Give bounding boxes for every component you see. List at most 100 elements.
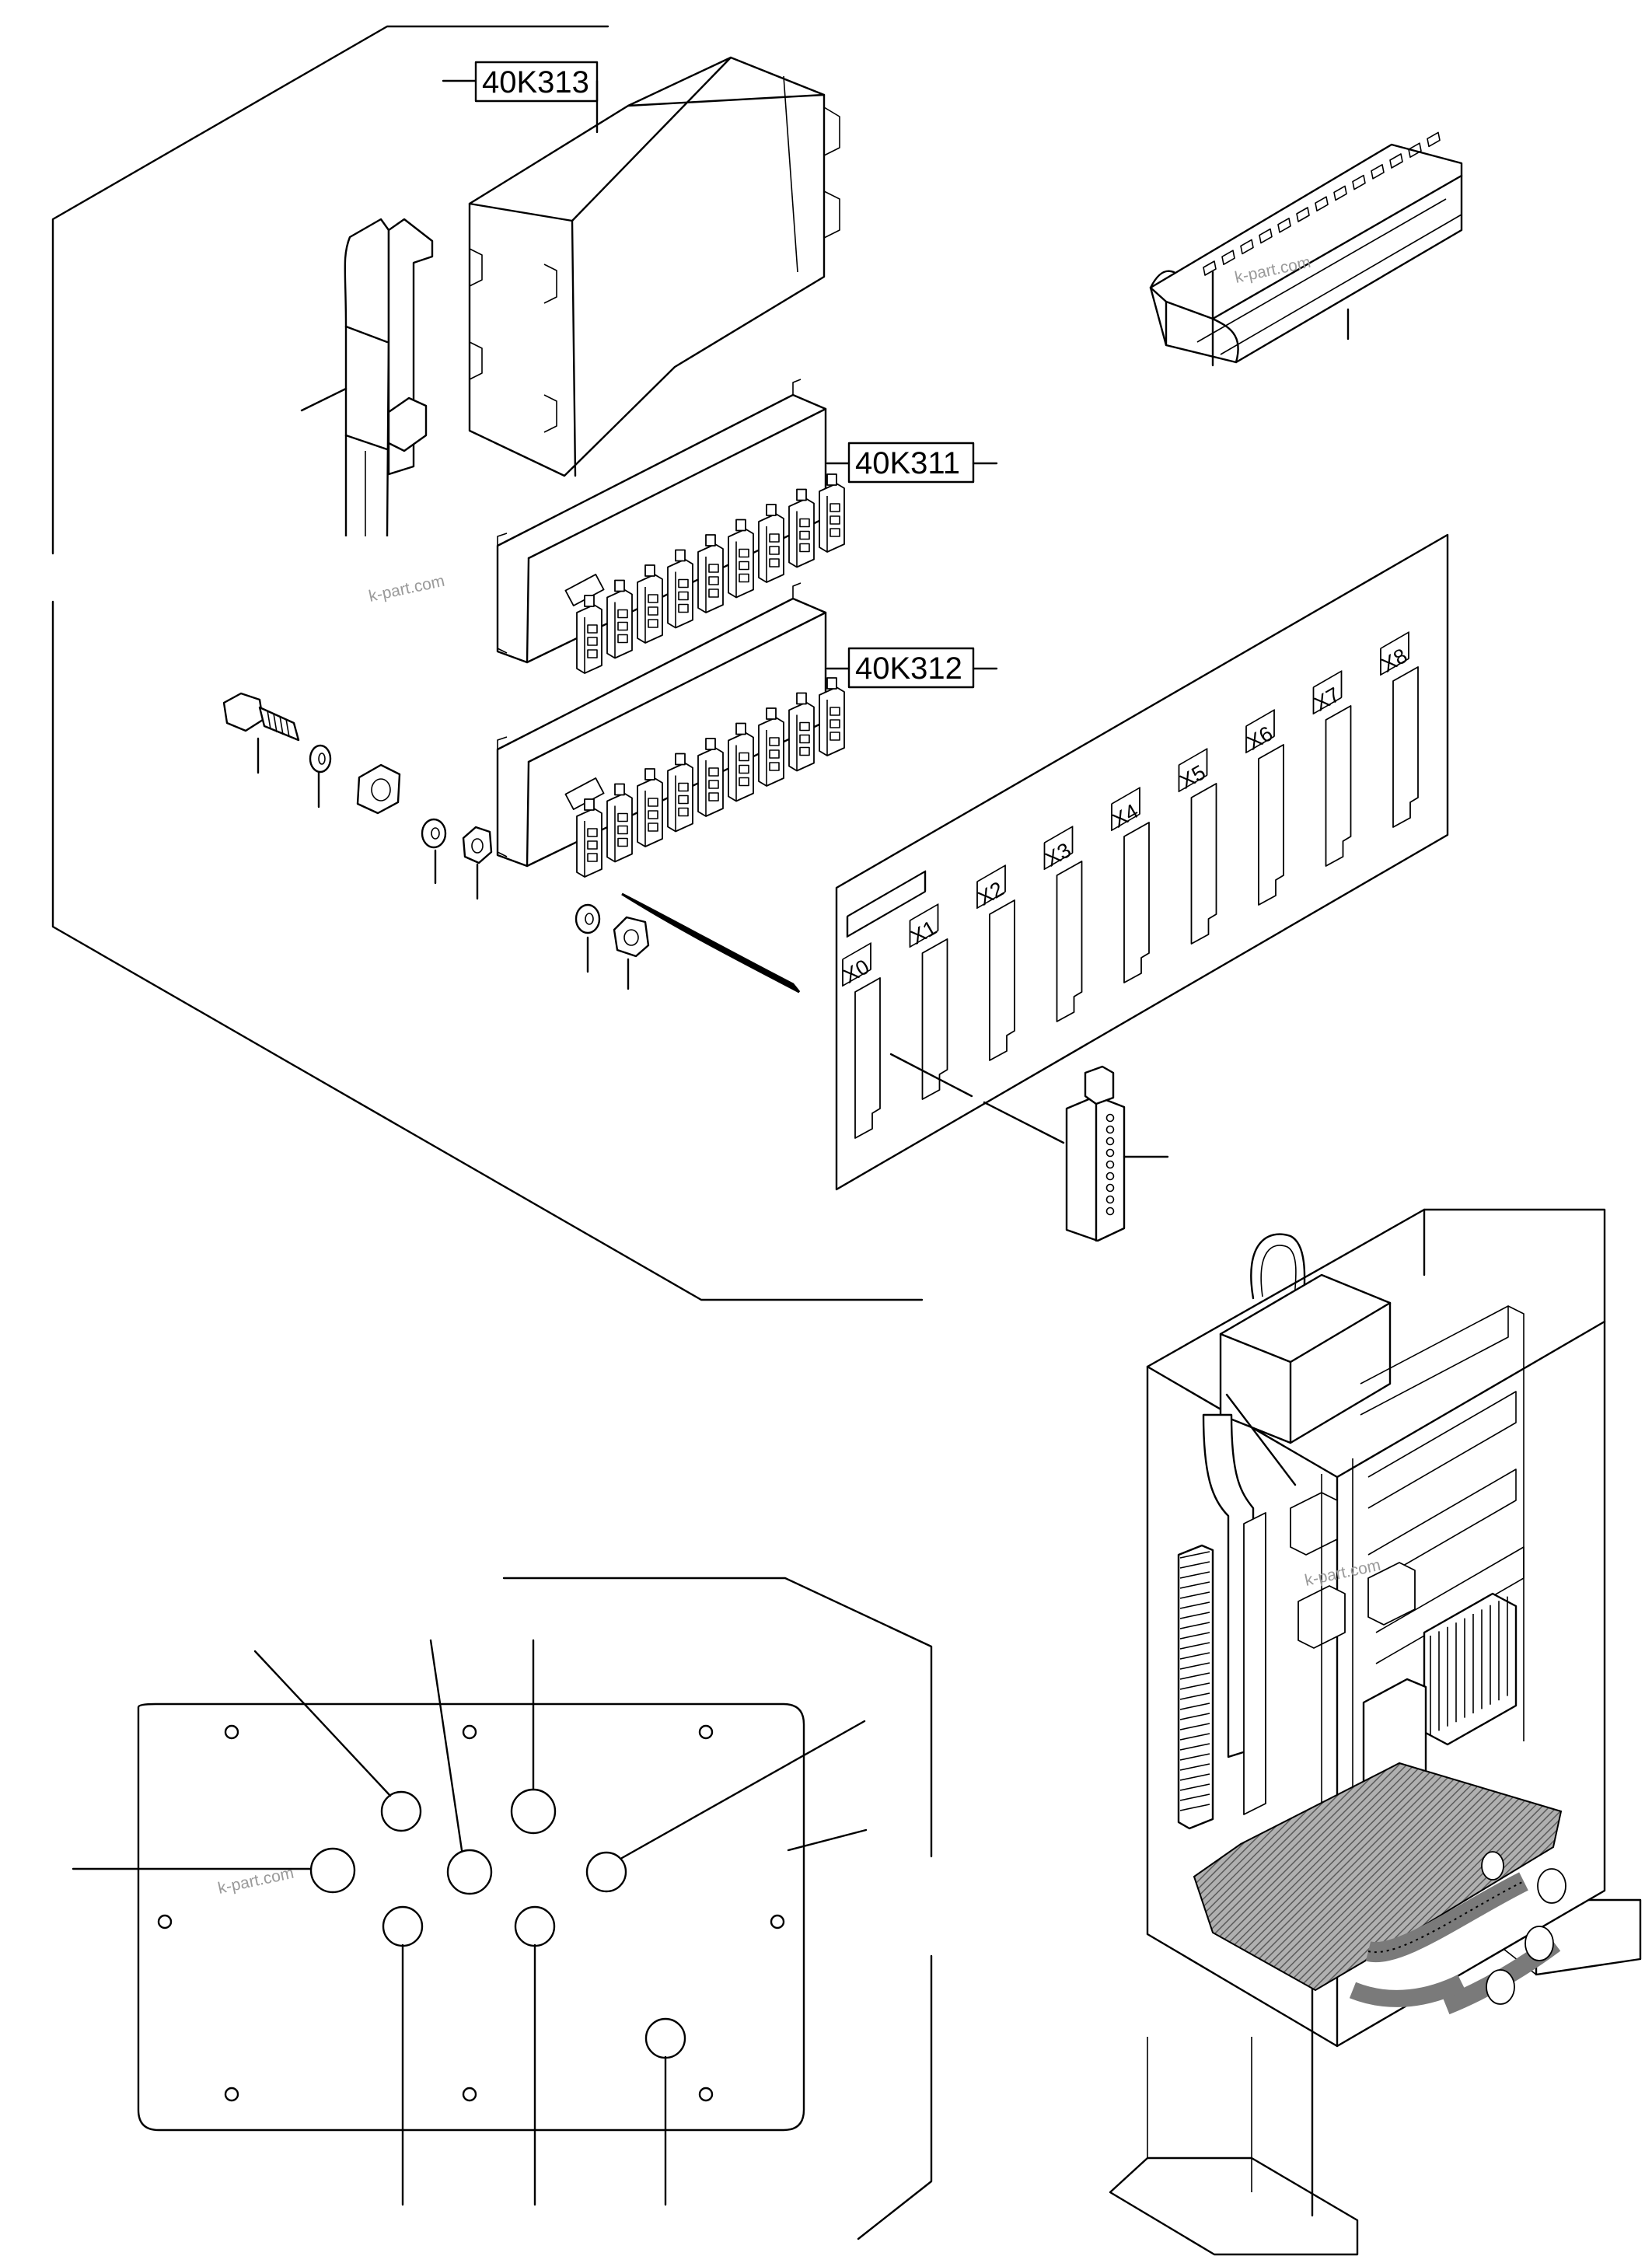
- module-40k311-relay: [728, 519, 754, 599]
- washer-2: [421, 818, 447, 885]
- module-40k311-relay: [637, 564, 663, 644]
- gland-holes: [309, 1788, 686, 2059]
- duct-slot: [1408, 142, 1422, 158]
- module-40k312-relay: [667, 753, 693, 833]
- cabinet-assembly: [1109, 1208, 1642, 2256]
- cable-plug: [300, 218, 434, 537]
- duct-slot: [1221, 250, 1235, 265]
- module-40k312-relay: [728, 722, 754, 802]
- hex-nut-large: [356, 763, 401, 815]
- duct-slot: [1240, 239, 1254, 255]
- terminal-tick: [1179, 1682, 1210, 1690]
- cable-duct: [1149, 131, 1463, 367]
- terminal-tick: [1179, 1601, 1210, 1609]
- nut-2: [613, 916, 650, 990]
- label-40k313: 40K313: [442, 61, 599, 134]
- terminal-tick: [1179, 1702, 1210, 1710]
- gland-plate: [72, 1577, 933, 2240]
- terminal-tick: [1179, 1692, 1210, 1700]
- terminal-tick: [1179, 1743, 1210, 1751]
- duct-slot: [1352, 174, 1366, 190]
- terminal-tick: [1179, 1622, 1210, 1629]
- duct-slot: [1333, 185, 1347, 201]
- module-40k311-relay: [788, 488, 815, 568]
- terminal-tick: [1179, 1591, 1210, 1599]
- connector-slot: X3: [1041, 826, 1083, 1022]
- terminal-tick: [1179, 1804, 1210, 1811]
- terminal-tick: [1179, 1672, 1210, 1680]
- terminal-tick: [1179, 1561, 1210, 1569]
- panel-pointer-arrow: [621, 892, 801, 994]
- module-40k311-relay: [697, 534, 724, 613]
- bolt-hardware: [222, 692, 650, 990]
- module-40k311-relay: [819, 473, 845, 553]
- upper-detail-frame: [51, 25, 924, 1301]
- module-40k312-relay: [819, 677, 845, 756]
- terminal-tick: [1179, 1612, 1210, 1619]
- module-cover-40k313: [468, 56, 840, 477]
- duct-slot: [1277, 218, 1291, 233]
- terminal-tick: [1179, 1571, 1210, 1579]
- connector-slot: X7: [1310, 670, 1352, 867]
- terminal-tick: [1179, 1783, 1210, 1791]
- plug-pin: [1105, 1125, 1115, 1134]
- duct-slot: [1203, 260, 1217, 276]
- mounting-hole: [157, 1914, 173, 1929]
- plug-pin: [1105, 1183, 1115, 1193]
- duct-slot: [1427, 131, 1441, 148]
- module-40k311-relay: [667, 549, 693, 629]
- terminal-connector-plug: [1065, 1065, 1169, 1242]
- mounting-hole: [698, 1724, 714, 1740]
- duct-slot: [1259, 228, 1273, 244]
- terminal-tick: [1179, 1763, 1210, 1771]
- connector-slot: X0: [840, 942, 881, 1139]
- leader-x0-to-plug: [889, 1053, 973, 1098]
- relay-module-40k312: [496, 582, 845, 878]
- cabinet-floor-plate: [1193, 1762, 1563, 1992]
- module-40k312-relay: [758, 707, 784, 787]
- terminal-tick: [1179, 1662, 1210, 1670]
- label-40k313-text: 40K313: [482, 65, 589, 100]
- plug-pin: [1105, 1172, 1115, 1181]
- label-40k312-text: 40K312: [855, 651, 962, 686]
- module-40k312-relay: [637, 768, 663, 847]
- module-40k311-relay: [606, 579, 633, 659]
- module-40k312-relay: [788, 692, 815, 772]
- mounting-hole: [462, 1724, 477, 1740]
- terminal-tick: [1179, 1551, 1210, 1559]
- gland-leaders: [72, 1639, 868, 2206]
- terminal-tick: [1179, 1581, 1210, 1589]
- label-40k312: 40K312: [826, 647, 998, 689]
- duct-slot: [1371, 164, 1385, 180]
- terminal-tick: [1179, 1652, 1210, 1660]
- plug-pin: [1105, 1207, 1115, 1216]
- terminal-tick: [1179, 1733, 1210, 1741]
- module-40k312-relay: [697, 738, 724, 817]
- mounting-hole: [770, 1914, 785, 1929]
- module-40k311-relay: [758, 504, 784, 583]
- washer-3: [575, 903, 601, 973]
- relay-module-40k311: [496, 379, 845, 674]
- connector-slot: X8: [1378, 631, 1419, 828]
- plug-pin: [1105, 1148, 1115, 1158]
- washer-1: [309, 744, 332, 808]
- watermark-1: k-part.com: [367, 572, 446, 606]
- panel-label-plate: [846, 870, 927, 938]
- bolt: [222, 692, 300, 774]
- duct-slot: [1389, 153, 1403, 169]
- module-40k312-relay: [576, 798, 602, 878]
- duct-slot: [1315, 196, 1329, 211]
- plug-pin: [1105, 1160, 1115, 1169]
- terminal-tick: [1179, 1713, 1210, 1720]
- module-40k311-relay: [576, 595, 602, 674]
- nut-1: [462, 826, 493, 900]
- duct-slot: [1296, 207, 1310, 222]
- plug-pin: [1105, 1113, 1115, 1123]
- plug-pin: [1105, 1195, 1115, 1204]
- terminal-tick: [1179, 1642, 1210, 1650]
- mounting-hole: [224, 2087, 239, 2102]
- mounting-hole: [224, 1724, 239, 1740]
